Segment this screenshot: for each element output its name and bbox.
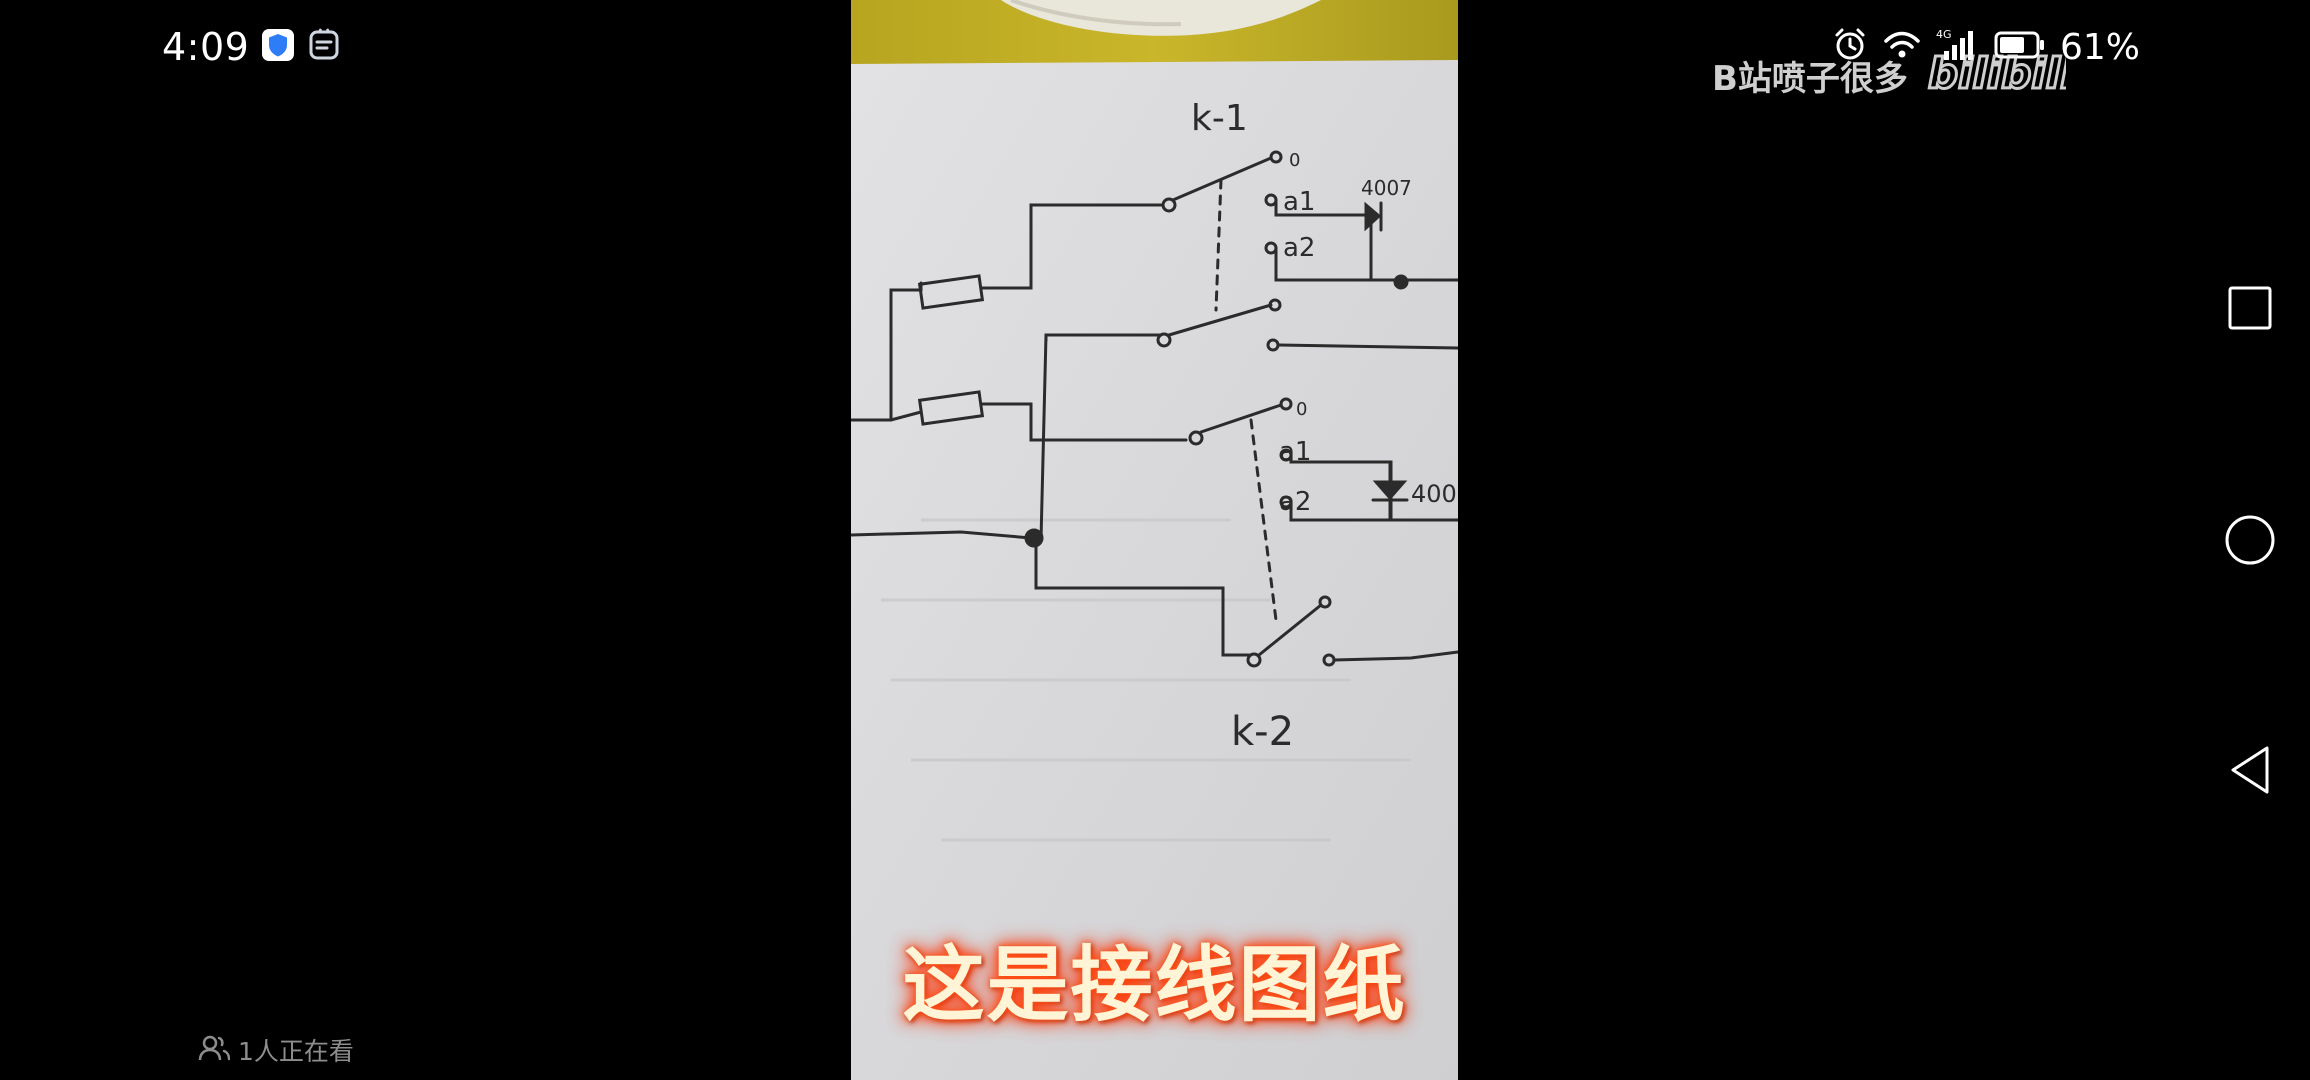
signal-icon: 4G (1936, 27, 1980, 67)
label-k1: k-1 (1191, 98, 1248, 139)
shield-icon (261, 28, 295, 66)
viewer-count-text: 1人正在看 (238, 1037, 354, 1066)
label-diode-bottom: 400 (1411, 480, 1457, 508)
app-notification-icon (307, 28, 341, 66)
status-bar-right: 4G 61% (1832, 22, 2140, 72)
viewer-count-indicator: 1人正在看 (198, 1034, 354, 1066)
watermark-logo-text: bilibili (1928, 49, 2066, 98)
battery-icon (1994, 30, 2046, 64)
label-a1-top: a1 (1283, 187, 1315, 217)
battery-percent: 61% (2059, 26, 2140, 68)
label-a2-bottom: a2 (1279, 487, 1311, 517)
wifi-icon (1882, 27, 1922, 67)
video-frame[interactable]: k-1 4007 a1 a2 0 0 a1 a2 400 k-2 这是接线图纸 (851, 0, 1458, 1080)
recent-apps-button[interactable] (2210, 268, 2290, 348)
status-time: 4:09 (162, 25, 250, 69)
label-a2-top: a2 (1283, 233, 1315, 263)
label-k2: k-2 (1231, 709, 1294, 755)
status-bar-left: 4:09 (162, 22, 341, 72)
label-a1-bottom: a1 (1279, 437, 1311, 467)
label-zero-bottom: 0 (1296, 399, 1307, 420)
home-button[interactable] (2210, 500, 2290, 580)
back-triangle-icon (2231, 746, 2269, 794)
network-label: 4G (1936, 28, 1952, 41)
wiring-diagram-photo: k-1 4007 a1 a2 0 0 a1 a2 400 k-2 (851, 0, 1458, 1080)
watermark-uploader-name: B站喷子很多 (1712, 58, 1908, 99)
video-watermark: B站喷子很多 bilibili (1712, 46, 2077, 104)
bilibili-logo: bilibili (1926, 46, 2076, 104)
square-icon (2228, 286, 2272, 330)
label-zero-top: 0 (1289, 150, 1300, 171)
label-diode-top: 4007 (1361, 176, 1412, 200)
video-subtitle: 这是接线图纸 (902, 938, 1407, 1033)
alarm-icon (1832, 27, 1868, 67)
back-button[interactable] (2210, 730, 2290, 810)
viewers-icon (198, 1033, 231, 1067)
system-navigation-bar (2210, 0, 2290, 1080)
circle-icon (2225, 515, 2275, 565)
